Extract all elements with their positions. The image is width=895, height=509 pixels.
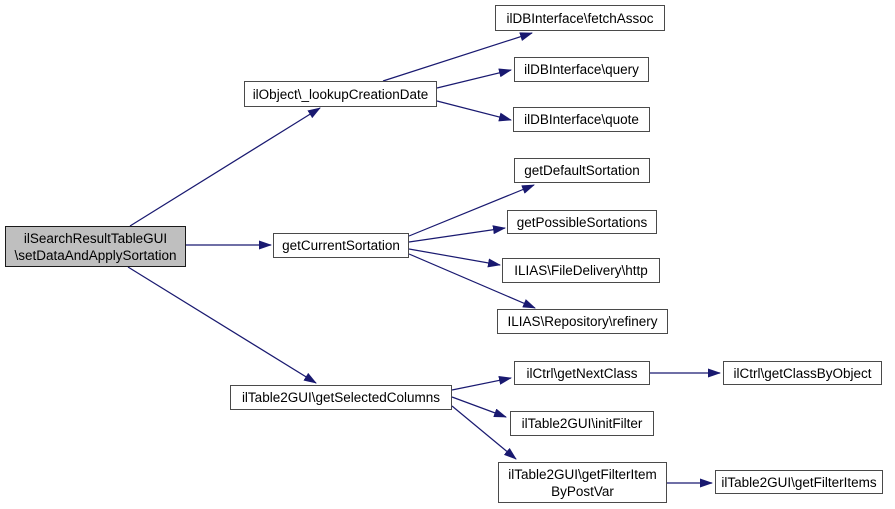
node-getClassByObject[interactable]: ilCtrl\getClassByObject [723,361,882,385]
node-label-line: ilTable2GUI\initFilter [521,416,643,431]
edge-setDataAndApplySortation-lookupCreationDate [129,107,321,227]
edge-lookupCreationDate-fetchAssoc [382,32,533,82]
node-query[interactable]: ilDBInterface\query [514,57,649,82]
node-label-line: getDefaultSortation [524,163,640,178]
node-repositoryRefinery[interactable]: ILIAS\Repository\refinery [497,309,668,334]
edge-getSelectedColumns-getNextClass [451,375,512,391]
node-label-line: ilDBInterface\query [524,62,639,77]
edge-lookupCreationDate-query [436,68,512,89]
edge-getCurrentSortation-getPossibleSortations [408,225,506,243]
node-setDataAndApplySortation: ilSearchResultTableGUI\setDataAndApplySo… [5,226,186,267]
node-initFilter[interactable]: ilTable2GUI\initFilter [510,411,654,436]
node-fetchAssoc[interactable]: ilDBInterface\fetchAssoc [495,5,665,31]
node-label-line: ilCtrl\getClassByObject [733,365,872,381]
node-label-line: ilTable2GUI\getSelectedColumns [241,390,441,405]
node-label-line: ilObject\_lookupCreationDate [252,86,429,102]
node-getPossibleSortations[interactable]: getPossibleSortations [507,210,657,234]
node-getNextClass[interactable]: ilCtrl\getNextClass [514,361,650,385]
node-getDefaultSortation[interactable]: getDefaultSortation [514,158,650,183]
node-getCurrentSortation[interactable]: getCurrentSortation [273,233,409,258]
node-label-line: ILIAS\Repository\refinery [507,314,658,329]
edge-setDataAndApplySortation-getSelectedColumns [127,266,317,384]
node-label-line: ilSearchResultTableGUI [23,230,168,246]
edge-lookupCreationDate-quote [436,100,512,122]
node-label-line: ilTable2GUI\getFilterItem [508,466,657,482]
node-label-line: \setDataAndApplySortation [14,247,177,263]
node-getSelectedColumns[interactable]: ilTable2GUI\getSelectedColumns [230,385,452,410]
node-quote[interactable]: ilDBInterface\quote [513,107,650,132]
node-label-line: ILIAS\FileDelivery\http [514,263,648,278]
node-label-line: getPossibleSortations [516,214,648,230]
node-lookupCreationDate[interactable]: ilObject\_lookupCreationDate [244,81,437,107]
node-label-line: ilTable2GUI\getFilterItems [721,474,877,490]
edge-getCurrentSortation-fileDeliveryHttp [408,248,501,268]
edge-getSelectedColumns-initFilter [451,396,507,418]
node-getFilterItems[interactable]: ilTable2GUI\getFilterItems [715,470,883,494]
node-label-line: getCurrentSortation [282,238,400,253]
node-label-line: ByPostVar [551,483,614,499]
node-label-line: ilDBInterface\fetchAssoc [506,10,654,26]
edge-getSelectedColumns-getFilterItemByPostVar [451,405,517,460]
node-label-line: ilCtrl\getNextClass [526,365,638,381]
node-label-line: ilDBInterface\quote [524,112,639,127]
node-fileDeliveryHttp[interactable]: ILIAS\FileDelivery\http [502,258,660,283]
